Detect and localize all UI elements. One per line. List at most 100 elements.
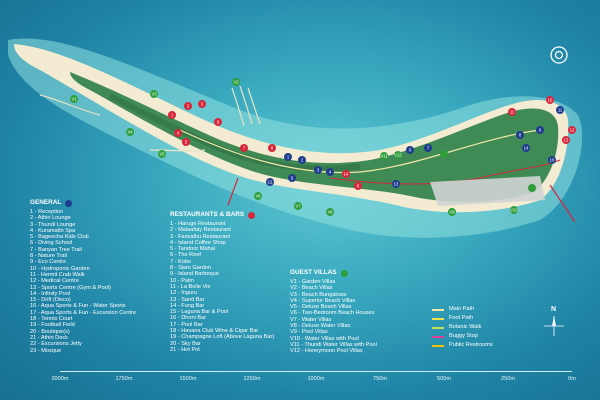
restaurants-marker[interactable] — [354, 182, 362, 190]
villas-marker[interactable] — [528, 184, 536, 192]
restaurants-marker-label: 14 — [344, 172, 349, 177]
legend-general-item: 15 - Drift (Disco) — [30, 297, 71, 304]
villas-marker[interactable] — [380, 152, 388, 160]
legend-villas-item: V5 - Deluxe Beach Villas — [290, 304, 352, 311]
legend-restaurants-item: 15 - Laguna Bar & Pool — [170, 309, 229, 316]
villas-marker[interactable] — [158, 150, 166, 158]
legend-general-item: 21 - Athiri Deck — [30, 334, 68, 341]
villas-marker[interactable] — [254, 192, 262, 200]
legend-general-item: 16 - Aqua Sports & Fun - Water Sports — [30, 303, 126, 310]
scale-tick-label: 250m — [501, 376, 515, 382]
restaurants-marker[interactable] — [240, 144, 248, 152]
restaurants-marker[interactable] — [184, 102, 192, 110]
legend-villas-item: V6 - Two-Bedroom Beach Houses — [290, 310, 375, 317]
villas-marker[interactable] — [448, 208, 456, 216]
general-marker-label: 10 — [550, 158, 555, 163]
general-marker[interactable] — [516, 131, 524, 139]
legend-key-item: Foot Path — [432, 314, 493, 323]
legend-key-label: Public Restrooms — [449, 342, 493, 349]
legend-general-item: 23 - Mosque — [30, 347, 62, 354]
scale-bar — [60, 371, 572, 372]
villas-marker[interactable] — [326, 208, 334, 216]
legend-restaurants-item: 10 - Palm — [170, 277, 194, 284]
general-marker-label: 6 — [409, 148, 412, 153]
legend-key-swatch-icon — [432, 308, 444, 311]
general-marker-label: 12 — [268, 180, 273, 185]
general-marker[interactable] — [284, 153, 292, 161]
restaurants-marker-label: 1 — [171, 113, 174, 118]
red-path — [329, 159, 561, 185]
general-marker[interactable] — [392, 180, 400, 188]
general-marker[interactable] — [406, 146, 414, 154]
scale-tick-label: 750m — [373, 376, 387, 382]
general-marker[interactable] — [536, 126, 544, 134]
villas-marker[interactable] — [294, 202, 302, 210]
restaurants-marker-label: 5 — [185, 140, 188, 145]
legend-key-swatch-icon — [432, 317, 444, 320]
restaurants-marker[interactable] — [508, 108, 516, 116]
legend-restaurants-item: 9 - Island Barbeque — [170, 271, 219, 278]
general-marker[interactable] — [298, 156, 306, 164]
legend-general-item: 13 - Sports Centre (Gym & Pool) — [30, 284, 111, 291]
restaurants-marker[interactable] — [546, 96, 554, 104]
villas-marker[interactable] — [232, 78, 240, 86]
general-marker-label: 7 — [427, 146, 430, 151]
villas-marker[interactable] — [440, 150, 448, 158]
legend-villas-item: V2 - Beach Villas — [290, 285, 333, 292]
restaurants-marker[interactable] — [568, 126, 576, 134]
legend-general-item: 11 - Hermit Crab Walk — [30, 271, 85, 278]
general-marker[interactable] — [522, 144, 530, 152]
villas-marker-label: V6 — [255, 194, 261, 199]
restaurants-marker[interactable] — [198, 100, 206, 108]
legend-general-title: GENERAL — [30, 199, 62, 207]
scale-tick-label: 0m — [568, 376, 576, 382]
restaurants-marker-label: 3 — [201, 102, 204, 107]
restaurants-marker[interactable] — [268, 144, 276, 152]
legend-restaurants-item: 21 - Hot Pot — [170, 346, 200, 353]
legend-general-item: 6 - Diving School — [30, 240, 73, 247]
legend-villas-item: V3 - Beach Bungalows — [290, 291, 347, 298]
restaurants-marker[interactable] — [562, 136, 570, 144]
resort-logo — [548, 44, 570, 71]
scale-tick-label: 1500m — [179, 376, 197, 382]
restaurants-marker[interactable] — [342, 170, 350, 178]
legend-restaurants-item: 16 - Dhoni Bar — [170, 315, 207, 322]
general-marker-label: 13 — [394, 182, 399, 187]
general-marker[interactable] — [326, 168, 334, 176]
legend-restaurants-item: 1 - Haruge Restaurant — [170, 221, 226, 227]
restaurants-marker[interactable] — [174, 129, 182, 137]
villas-marker[interactable] — [510, 206, 518, 214]
scale-tick-label: 1250m — [243, 376, 261, 382]
legend-restaurants-item: 14 - Fung Bar — [170, 302, 205, 309]
general-marker[interactable] — [288, 174, 296, 182]
legend-villas-item: V8 - Deluxe Water Villas — [290, 323, 351, 330]
legend-villas-item: V11 - Thundi Water Villas with Pool — [290, 341, 377, 348]
villas-marker[interactable] — [70, 95, 78, 103]
villas-marker[interactable] — [394, 151, 402, 159]
legend-general-item: 10 - Hydroponic Garden — [30, 265, 90, 272]
legend-villas-item: V7 - Water Villas — [290, 316, 332, 323]
compass-north-label: N — [551, 306, 557, 313]
legend-restaurants-item: 2 - Malaafaiy Restaurant — [170, 227, 231, 234]
villas-marker-label: V5 — [159, 152, 165, 157]
general-marker[interactable] — [424, 144, 432, 152]
general-marker[interactable] — [266, 178, 274, 186]
restaurants-marker[interactable] — [214, 118, 222, 126]
legend-restaurants-item: 20 - Sky Bar — [170, 340, 201, 347]
legend-villas-item: V10 - Water Villas with Pool — [290, 335, 359, 342]
general-marker[interactable] — [314, 166, 322, 174]
runway-area — [430, 176, 545, 206]
general-marker[interactable] — [556, 106, 564, 114]
general-marker-label: 1 — [287, 155, 290, 160]
villas-marker-label: V2 — [233, 80, 239, 85]
restaurants-marker[interactable] — [182, 138, 190, 146]
restaurants-marker[interactable] — [168, 111, 176, 119]
legend-villas-item: V1 - Garden Villas — [290, 279, 336, 285]
villas-marker[interactable] — [150, 90, 158, 98]
general-marker[interactable] — [548, 156, 556, 164]
legend-general-item: 22 - Excursions Jetty — [30, 341, 82, 348]
villas-marker[interactable] — [126, 128, 134, 136]
